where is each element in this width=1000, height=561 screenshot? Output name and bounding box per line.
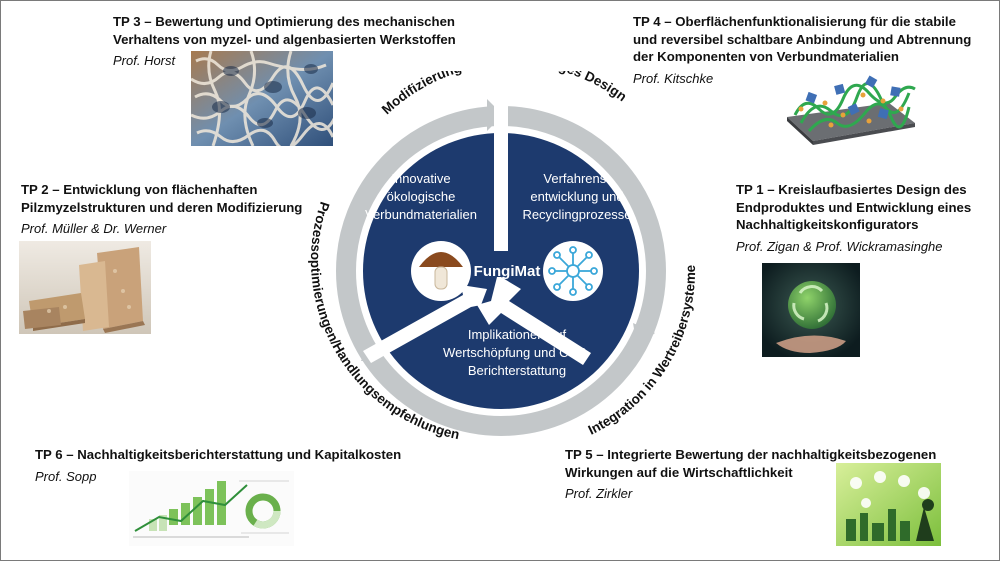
divider-arrow-left [363,285,487,363]
ring-arrowhead [633,323,655,347]
tp5-prof: Prof. Zirkler [565,486,633,501]
segment-line: entwicklung und [530,189,623,204]
tp5-block: TP 5 – Integrierte Bewertung der nachhal… [565,446,985,502]
segment-line: Innovative [391,171,450,186]
network-icon [548,246,598,296]
tp1-title-line: Endproduktes und Entwicklung eines [736,199,972,215]
tp3-title: TP 3 – Bewertung und Optimierung des mec… [113,13,493,48]
tp2-prof: Prof. Müller & Dr. Werner [21,221,167,236]
tp6-block: TP 6 – Nachhaltigkeitsberichterstattung … [35,446,435,485]
tp6-prof: Prof. Sopp [35,468,97,484]
mushroom-icon [419,252,463,290]
tp5-title: TP 5 – Integrierte Bewertung der nachhal… [565,446,985,481]
tp5-title-line: Wirkungen auf die Wirtschaftlichkeit [565,464,793,480]
green-economy-image [836,463,941,546]
tp2-title: TP 2 – Entwicklung von flächenhaften Pil… [21,181,321,216]
tp4-title-line: und reversibel schaltbare Anbindung und … [633,31,972,47]
fungimat-cycle-diagram: FungiMat Innovative ökologische Verbundm… [308,71,698,442]
divider-arrow-top [494,101,508,251]
tp1-title-line: TP 1 – Kreislaufbasiertes Design des [736,182,967,197]
tp3-block: TP 3 – Bewertung und Optimierung des mec… [113,13,493,69]
tp1-title: TP 1 – Kreislaufbasiertes Design des End… [736,181,996,234]
mycelium-panels-image [19,241,151,334]
tp6-title-line: TP 6 – Nachhaltigkeitsberichterstattung … [35,447,402,462]
tp2-title-line: TP 2 – Entwicklung von flächenhaften [21,182,258,197]
tp5-title-line: TP 5 – Integrierte Bewertung der nachhal… [565,447,937,462]
segment-line: Wertschöpfung und CSR- [443,345,591,360]
recycle-globe-image [762,263,860,357]
tp3-prof: Prof. Horst [113,53,176,68]
mycelium-texture-image [191,51,333,146]
tp2-block: TP 2 – Entwicklung von flächenhaften Pil… [21,181,321,237]
tp1-block: TP 1 – Kreislaufbasiertes Design des End… [736,181,996,255]
finance-charts-image [129,471,294,546]
segment-verfahren: Verfahrens- entwicklung und Recyclingpro… [522,171,631,222]
segment-innovative: Innovative ökologische Verbundmaterialie… [365,171,477,222]
segment-line: Implikationen auf [468,327,567,342]
segment-line: Verfahrens- [543,171,610,186]
network-badge [543,241,603,301]
center-label: FungiMat [474,263,541,280]
tp3-title-line: Verhaltens von myzel- und algenbasierten… [113,31,456,47]
tp1-title-line: Nachhaltigkeitskonfigurators [736,217,919,232]
tp3-title-line: TP 3 – Bewertung und Optimierung des mec… [113,14,455,29]
segment-line: Verbundmaterialien [365,207,477,222]
segment-implikationen: Implikationen auf Wertschöpfung und CSR-… [443,327,591,378]
segment-line: Recyclingprozesse [522,207,631,222]
segment-line: Berichterstattung [468,363,566,378]
divider-arrow-right [477,277,591,365]
tp6-title: TP 6 – Nachhaltigkeitsberichterstattung … [35,446,435,464]
tp2-title-line: Pilzmyzelstrukturen und deren Modifizier… [21,199,303,215]
tp4-prof: Prof. Kitschke [633,70,714,86]
surface-chemistry-image [779,65,919,147]
divider-arrows [363,101,591,365]
tp1-prof: Prof. Zigan & Prof. Wickramasinghe [736,238,943,254]
segment-line: ökologische [387,189,456,204]
tp4-title-line: der Komponenten von Verbundmaterialien [633,49,899,64]
tp4-block: TP 4 – Oberflächenfunktionalisierung für… [633,13,993,87]
tp4-title: TP 4 – Oberflächenfunktionalisierung für… [633,13,993,66]
tp4-title-line: TP 4 – Oberflächenfunktionalisierung für… [633,14,956,29]
